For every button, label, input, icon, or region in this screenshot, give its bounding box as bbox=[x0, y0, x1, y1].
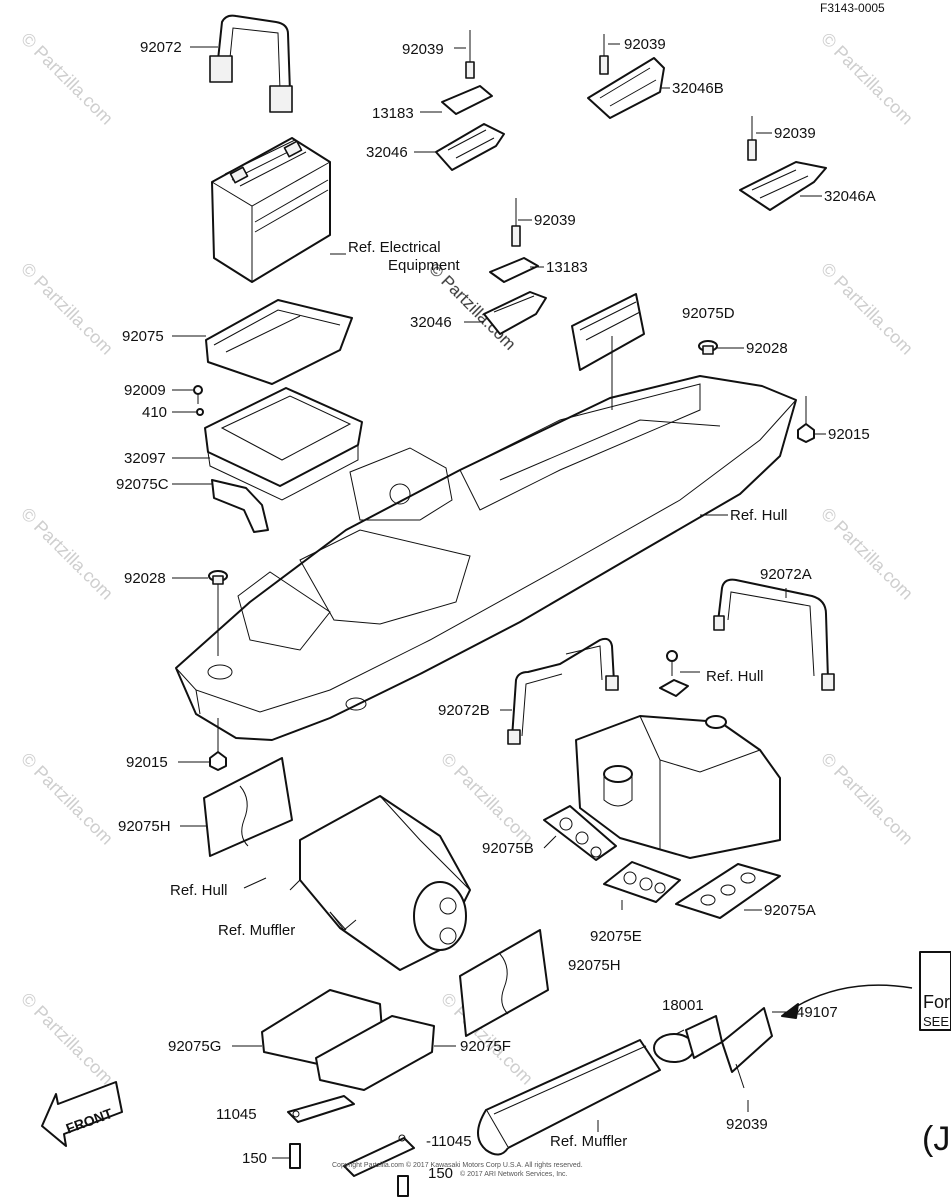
label-92039: 92039 bbox=[774, 125, 816, 142]
label-92075d: 92075D bbox=[682, 305, 735, 322]
watermark: © Partzilla.com bbox=[817, 29, 917, 129]
label-49107: 49107 bbox=[796, 1004, 838, 1021]
label-92039: 92039 bbox=[624, 36, 666, 53]
part-labels: 92072 92039 13183 32046 92039 32046B 920… bbox=[116, 36, 950, 1182]
label-150: 150 bbox=[428, 1165, 453, 1182]
pad-92075c-drawing bbox=[211, 479, 269, 533]
diagram-code: F3143-0005 bbox=[820, 1, 885, 15]
label-92039: 92039 bbox=[402, 41, 444, 58]
watermark: © Partzilla.com bbox=[817, 259, 917, 359]
watermark: © Partzilla.com bbox=[817, 749, 917, 849]
label-ref-hull: Ref. Hull bbox=[170, 882, 228, 899]
watermark: © Partzilla.com bbox=[817, 504, 917, 604]
label-13183: 13183 bbox=[546, 259, 588, 276]
bolt-150-drawing bbox=[289, 1143, 409, 1197]
label-ref-hull: Ref. Hull bbox=[706, 668, 764, 685]
pad-92075d-drawing bbox=[571, 293, 645, 371]
label-92072b: 92072B bbox=[438, 702, 490, 719]
label-ref-muffler: Ref. Muffler bbox=[218, 922, 295, 939]
bracket-32046b-drawing bbox=[587, 34, 665, 119]
nut-92015-drawing bbox=[797, 423, 815, 443]
front-arrow: FRONT bbox=[41, 1081, 123, 1147]
ref-hull-screw-drawing bbox=[659, 650, 689, 697]
label-32046: 32046 bbox=[366, 144, 408, 161]
copyright-line-2: © 2017 ARI Network Services, Inc. bbox=[460, 1170, 568, 1178]
label-92075e: 92075E bbox=[590, 928, 642, 945]
label-18001: 18001 bbox=[662, 997, 704, 1014]
pad-92075f-drawing bbox=[315, 1015, 435, 1091]
label-ref-electrical: Ref. Electrical bbox=[348, 239, 441, 256]
battery-case-drawing bbox=[204, 387, 363, 501]
bracket-32046a-drawing bbox=[739, 116, 827, 211]
callout-text-see: SEE bbox=[923, 1014, 949, 1029]
pad-92075h-lower-drawing bbox=[459, 929, 549, 1037]
hull-drawing bbox=[175, 375, 797, 741]
label-92039: 92039 bbox=[726, 1116, 768, 1133]
watermark: © Partzilla.com bbox=[437, 749, 537, 849]
label-92072a: 92072A bbox=[760, 566, 812, 583]
paren-text: (J bbox=[922, 1120, 950, 1158]
label-ref-muffler: Ref. Muffler bbox=[550, 1133, 627, 1150]
watermark: © Partzilla.com bbox=[17, 749, 117, 849]
bracket-group-top-drawing bbox=[435, 30, 505, 171]
label-11045: -11045 bbox=[426, 1133, 472, 1150]
battery-drawing bbox=[211, 137, 331, 283]
pad-92075e-drawing bbox=[603, 861, 681, 903]
label-92075f: 92075F bbox=[460, 1038, 511, 1055]
watermark: © Partzilla.com bbox=[17, 259, 117, 359]
muffler-lower-drawing bbox=[477, 1007, 773, 1156]
label-92015: 92015 bbox=[828, 426, 870, 443]
grommet-92028-drawing bbox=[698, 340, 718, 355]
pad-92075b-drawing bbox=[543, 805, 617, 861]
callout-text-for: For bbox=[923, 992, 950, 1012]
pad-92075h-upper-drawing bbox=[203, 757, 293, 857]
stay-11045-drawing bbox=[287, 1095, 415, 1177]
label-410: 410 bbox=[142, 404, 167, 421]
label-92075g: 92075G bbox=[168, 1038, 221, 1055]
fuel-tank-drawing bbox=[575, 715, 781, 859]
battery-strap-drawing bbox=[209, 14, 293, 113]
watermark: © Partzilla.com bbox=[17, 29, 117, 129]
label-92075b: 92075B bbox=[482, 840, 534, 857]
label-ref-electrical-equipment: Equipment bbox=[388, 257, 461, 274]
label-32046: 32046 bbox=[410, 314, 452, 331]
grommet-92028-lower-drawing bbox=[208, 570, 228, 656]
watermark: © Partzilla.com bbox=[17, 989, 117, 1089]
label-92075a: 92075A bbox=[764, 902, 816, 919]
label-92039: 92039 bbox=[534, 212, 576, 229]
strap-92072a-drawing bbox=[713, 578, 835, 691]
muffler-upper-drawing bbox=[289, 795, 471, 971]
label-92075h: 92075H bbox=[568, 957, 621, 974]
nut-92015-lower-drawing bbox=[209, 718, 227, 771]
label-92075h: 92075H bbox=[118, 818, 171, 835]
bracket-group-mid-drawing bbox=[483, 198, 547, 335]
label-92075: 92075 bbox=[122, 328, 164, 345]
pad-92075a-drawing bbox=[675, 863, 781, 919]
label-92009: 92009 bbox=[124, 382, 166, 399]
label-32097: 32097 bbox=[124, 450, 166, 467]
copyright-line-1: Copyright Partzilla.com © 2017 Kawasaki … bbox=[332, 1161, 583, 1169]
label-92072: 92072 bbox=[140, 39, 182, 56]
label-92028: 92028 bbox=[746, 340, 788, 357]
battery-mat-drawing bbox=[205, 299, 353, 385]
callout-arrow bbox=[781, 951, 951, 1031]
label-150: 150 bbox=[242, 1150, 267, 1167]
leader-lines bbox=[172, 43, 826, 1159]
label-32046a: 32046A bbox=[824, 188, 876, 205]
label-11045: 11045 bbox=[216, 1106, 257, 1123]
label-13183: 13183 bbox=[372, 105, 414, 122]
label-92015: 92015 bbox=[126, 754, 168, 771]
screw-92009-drawing bbox=[193, 385, 204, 416]
watermark: © Partzilla.com bbox=[17, 504, 117, 604]
label-32046b: 32046B bbox=[672, 80, 724, 97]
strap-92072b-drawing bbox=[507, 637, 619, 745]
label-ref-hull: Ref. Hull bbox=[730, 507, 788, 524]
label-92075c: 92075C bbox=[116, 476, 169, 493]
label-92028: 92028 bbox=[124, 570, 166, 587]
